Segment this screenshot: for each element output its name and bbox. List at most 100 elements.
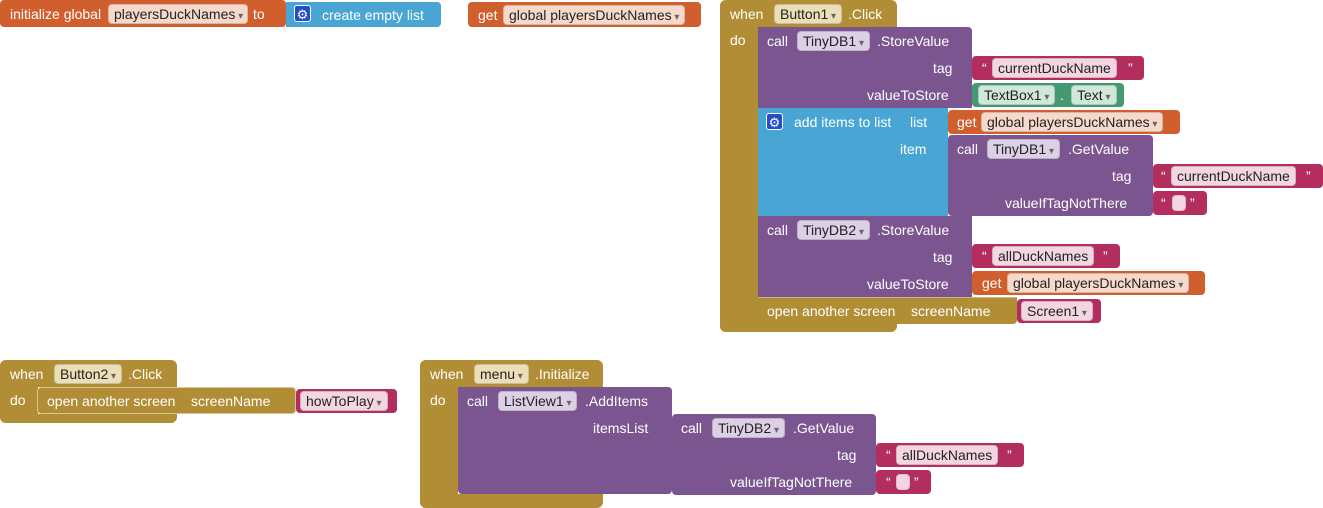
initialize-event-label: .Initialize	[535, 366, 590, 382]
getvalue-method-label: .GetValue	[793, 420, 855, 436]
howtoplay-text-block[interactable]: howToPlay	[296, 389, 397, 413]
open-quote: “	[886, 474, 891, 490]
call-label: call	[681, 420, 703, 436]
tinydb1-storevalue-block[interactable]: call TinyDB1 .StoreValue tag valueToStor…	[758, 27, 972, 108]
get-label: get	[982, 275, 1002, 291]
event-left-rail	[0, 360, 38, 423]
value-to-store-label: valueToStore	[867, 276, 949, 292]
listview1-additems-block[interactable]: call ListView1 .AddItems itemsList	[458, 387, 672, 494]
open-another-screen-label: open another screen	[767, 303, 896, 319]
create-empty-list-block[interactable]: ⚙ create empty list	[286, 2, 441, 27]
tag-label: tag	[1112, 168, 1132, 184]
menu-component-dropdown[interactable]: menu	[474, 364, 529, 384]
close-quote: ”	[1306, 168, 1311, 184]
text-property-dropdown[interactable]: Text	[1071, 85, 1117, 105]
open-quote: “	[1161, 168, 1166, 184]
open-another-screen-block[interactable]: open another screen screenName	[37, 387, 296, 414]
mutator-gear-icon[interactable]: ⚙	[294, 5, 311, 22]
call-label: call	[957, 141, 979, 157]
click-event-label: .Click	[128, 366, 163, 382]
open-quote: “	[1161, 195, 1166, 211]
tinydb2-storevalue-block[interactable]: call TinyDB2 .StoreValue tag valueToStor…	[758, 216, 972, 297]
value-to-store-label: valueToStore	[867, 87, 949, 103]
empty-text-field[interactable]	[896, 474, 910, 490]
screen-name-label: screenName	[191, 393, 271, 409]
dot-label: .	[1060, 87, 1064, 103]
tinydb2-component-dropdown[interactable]: TinyDB2	[712, 418, 785, 438]
initialize-global-label: initialize global	[10, 6, 102, 22]
when-label: when	[430, 366, 464, 382]
button1-component-dropdown[interactable]: Button1	[774, 4, 843, 24]
empty-text-field[interactable]	[1172, 195, 1186, 211]
text-block-allducknames-2[interactable]: “ allDuckNames ”	[876, 443, 1024, 467]
tag-label: tag	[837, 447, 857, 463]
call-label: call	[767, 33, 789, 49]
screen-name-label: screenName	[911, 303, 991, 319]
menu-initialize-event-block[interactable]: when menu .Initialize do	[420, 360, 603, 508]
open-another-screen-block[interactable]: open another screen screenName	[758, 297, 1017, 324]
textbox1-component-dropdown[interactable]: TextBox1	[978, 85, 1056, 105]
get-label: get	[478, 7, 498, 23]
button2-component-dropdown[interactable]: Button2	[54, 364, 123, 384]
getvalue-method-label: .GetValue	[1068, 141, 1130, 157]
call-label: call	[767, 222, 789, 238]
close-quote: ”	[1103, 248, 1108, 264]
global-variable-name-field[interactable]: playersDuckNames	[108, 4, 249, 24]
value-if-tag-not-there-label: valueIfTagNotThere	[1005, 195, 1128, 211]
tinydb1-component-dropdown[interactable]: TinyDB1	[797, 31, 870, 51]
list-socket-label: list	[910, 114, 928, 130]
text-block-currentduckname-2[interactable]: “ currentDuckName ”	[1153, 164, 1323, 188]
get-global-players-block[interactable]: get global playersDuckNames	[972, 271, 1205, 295]
loose-get-variable-block[interactable]: get global playersDuckNames	[468, 2, 701, 27]
empty-text-block[interactable]: “ ”	[876, 470, 931, 494]
event-footer	[420, 494, 603, 508]
get-variable-dropdown[interactable]: global playersDuckNames	[1007, 273, 1190, 293]
get-label: get	[957, 114, 977, 130]
do-label: do	[730, 32, 746, 48]
close-quote: ”	[1190, 195, 1195, 211]
storevalue-method-label: .StoreValue	[877, 33, 950, 49]
add-items-to-list-label: add items to list	[794, 114, 892, 130]
add-items-to-list-block[interactable]: ⚙ add items to list list item	[758, 108, 948, 216]
call-label: call	[467, 393, 489, 409]
text-value-field[interactable]: currentDuckName	[992, 58, 1117, 78]
do-label: do	[430, 392, 446, 408]
mutator-gear-icon[interactable]: ⚙	[766, 113, 783, 130]
tag-label: tag	[933, 60, 953, 76]
item-socket-label: item	[900, 141, 927, 157]
value-if-tag-not-there-label: valueIfTagNotThere	[730, 474, 853, 490]
event-left-rail	[720, 0, 758, 332]
event-footer	[0, 414, 177, 423]
text-block-currentduckname[interactable]: “ currentDuckName ”	[972, 56, 1144, 80]
tinydb2-getvalue-block[interactable]: call TinyDB2 .GetValue tag valueIfTagNot…	[672, 414, 876, 495]
get-variable-dropdown[interactable]: global playersDuckNames	[503, 5, 686, 25]
click-event-label: .Click	[848, 6, 883, 22]
text-value-field[interactable]: allDuckNames	[992, 246, 1095, 266]
when-label: when	[10, 366, 44, 382]
get-variable-dropdown[interactable]: global playersDuckNames	[981, 112, 1164, 132]
initialize-global-block[interactable]: initialize global playersDuckNames to	[0, 0, 286, 27]
button1-click-event-block[interactable]: when Button1 .Click do	[720, 0, 897, 332]
empty-text-block[interactable]: “ ”	[1153, 191, 1207, 215]
tinydb1-getvalue-block[interactable]: call TinyDB1 .GetValue tag valueIfTagNot…	[948, 135, 1153, 216]
get-global-list-block[interactable]: get global playersDuckNames	[948, 110, 1180, 134]
screen-name-dropdown[interactable]: Screen1	[1021, 301, 1093, 321]
close-quote: ”	[914, 474, 919, 490]
when-label: when	[730, 6, 764, 22]
do-label: do	[10, 392, 26, 408]
create-empty-list-label: create empty list	[322, 7, 424, 23]
text-value-field[interactable]: currentDuckName	[1171, 166, 1296, 186]
screen-name-dropdown[interactable]: howToPlay	[300, 391, 388, 411]
to-label: to	[253, 6, 265, 22]
listview1-component-dropdown[interactable]: ListView1	[498, 391, 578, 411]
text-value-field[interactable]: allDuckNames	[896, 445, 999, 465]
open-quote: “	[982, 248, 987, 264]
tinydb2-component-dropdown[interactable]: TinyDB2	[797, 220, 870, 240]
additems-method-label: .AddItems	[585, 393, 649, 409]
close-quote: ”	[1007, 447, 1012, 463]
button2-click-event-block[interactable]: when Button2 .Click do	[0, 360, 177, 423]
tinydb1-component-dropdown[interactable]: TinyDB1	[987, 139, 1060, 159]
text-block-allducknames[interactable]: “ allDuckNames ”	[972, 244, 1120, 268]
screen1-picker-block[interactable]: Screen1	[1017, 299, 1101, 323]
textbox1-text-getter-block[interactable]: TextBox1 . Text	[972, 83, 1124, 107]
